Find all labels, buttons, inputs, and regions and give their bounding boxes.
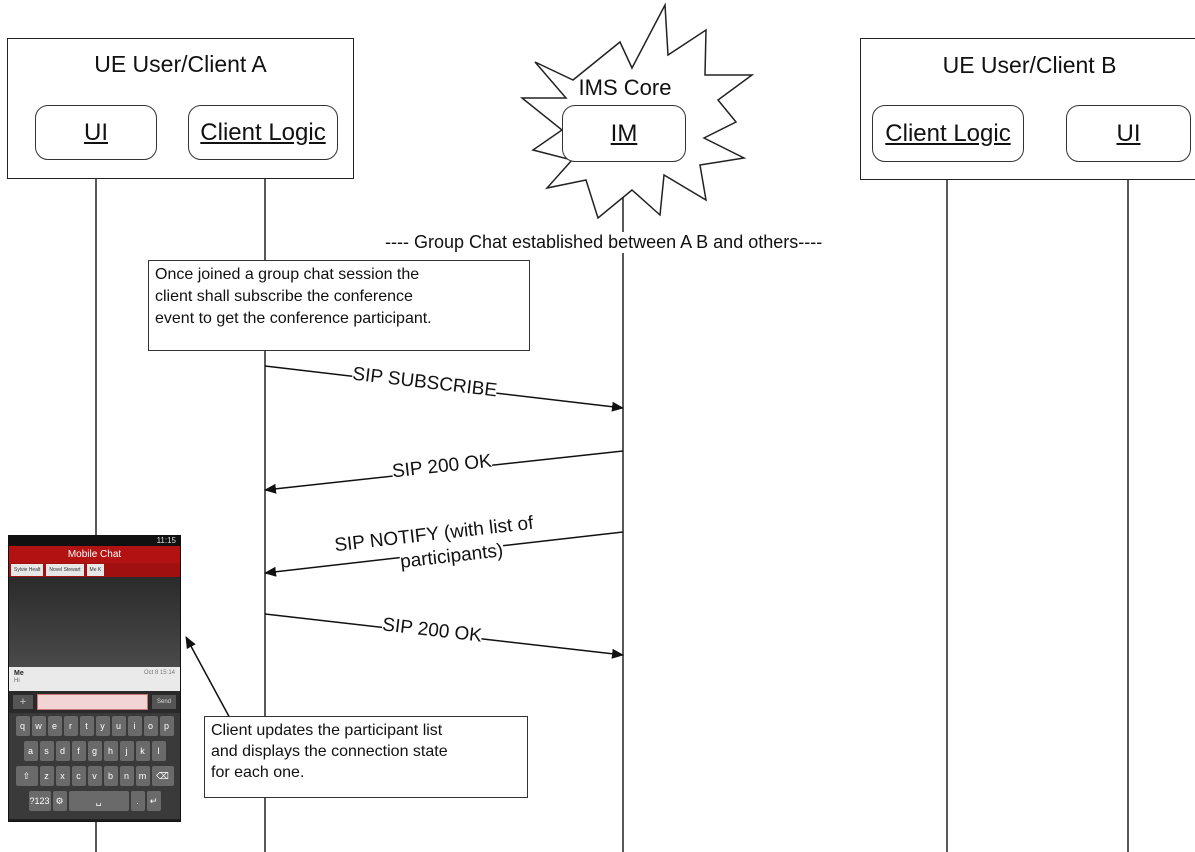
phone-app-title: Mobile Chat: [9, 546, 180, 563]
keyboard-key[interactable]: o: [143, 716, 158, 736]
keyboard-key[interactable]: w: [31, 716, 46, 736]
note-subscribe-line: Once joined a group chat session the: [155, 266, 420, 283]
phone-message-field[interactable]: [37, 694, 148, 710]
note-subscribe-line: event to get the conference participant.: [155, 310, 432, 327]
keyboard-key[interactable]: c: [71, 766, 86, 786]
keyboard-key[interactable]: f: [71, 741, 86, 761]
keyboard-key[interactable]: b: [103, 766, 118, 786]
ims-core-title: IMS Core: [578, 75, 672, 100]
keyboard-key[interactable]: h: [103, 741, 118, 761]
keyboard-key[interactable]: ⚙: [52, 791, 67, 811]
note-update: Client updates the participant list and …: [204, 716, 528, 798]
phone-contact-tab[interactable]: Novel Stewart: [46, 564, 84, 576]
group-client-b-title: UE User/Client B: [942, 52, 1117, 78]
keyboard-key[interactable]: k: [135, 741, 150, 761]
phone-status-bar: 11:15: [9, 536, 180, 546]
keyboard-key[interactable]: q: [15, 716, 30, 736]
phone-attach-button[interactable]: +: [13, 695, 33, 709]
phone-input-bar: + Send: [9, 691, 180, 713]
lifeline-head-a-logic[interactable]: Client Logic: [188, 105, 338, 160]
keyboard-key[interactable]: v: [87, 766, 102, 786]
phone-message-sender: Me: [14, 670, 24, 677]
phone-screenshot: 11:15 Mobile Chat Sylvie Healt Novel Ste…: [8, 535, 181, 822]
phone-chat-area: [9, 577, 180, 667]
keyboard-key[interactable]: ↵: [146, 791, 161, 811]
phone-contact-tabs: Sylvie Healt Novel Stewart Me K: [9, 563, 180, 577]
keyboard-key[interactable]: g: [87, 741, 102, 761]
lifeline-head-a-ui[interactable]: UI: [35, 105, 157, 160]
lifeline-head-b-ui[interactable]: UI: [1066, 105, 1191, 162]
note-update-line: Client updates the participant list: [211, 722, 443, 739]
phone-message-item: Me Oct 8 15:14 Hi: [9, 667, 180, 691]
note-update-line: and displays the connection state: [211, 743, 448, 760]
keyboard-key[interactable]: .: [130, 791, 145, 811]
keyboard-row: ?123⚙␣.↵: [11, 791, 178, 811]
phone-message-time: Oct 8 15:14: [143, 670, 175, 676]
keyboard-key[interactable]: n: [119, 766, 134, 786]
keyboard-key[interactable]: ?123: [28, 791, 51, 811]
phone-contact-tab[interactable]: Me K: [86, 564, 105, 576]
arrow-note-to-phone: [185, 636, 233, 723]
keyboard-key[interactable]: ␣: [68, 791, 129, 811]
note-subscribe: Once joined a group chat session the cli…: [148, 260, 530, 351]
note-subscribe-line: client shall subscribe the conference: [155, 288, 413, 305]
phone-contact-tab[interactable]: Sylvie Healt: [11, 564, 44, 576]
note-update-line: for each one.: [211, 764, 305, 781]
keyboard-key[interactable]: ⌫: [151, 766, 174, 786]
keyboard-key[interactable]: r: [63, 716, 78, 736]
phone-send-button[interactable]: Send: [152, 695, 176, 709]
keyboard-key[interactable]: u: [111, 716, 126, 736]
keyboard-key[interactable]: x: [55, 766, 70, 786]
keyboard-key[interactable]: t: [79, 716, 94, 736]
keyboard-key[interactable]: y: [95, 716, 110, 736]
keyboard-key[interactable]: e: [47, 716, 62, 736]
keyboard-key[interactable]: p: [159, 716, 174, 736]
keyboard-key[interactable]: m: [135, 766, 150, 786]
lifeline-head-im[interactable]: IM: [562, 105, 686, 162]
keyboard-key[interactable]: s: [39, 741, 54, 761]
lifeline-head-b-logic[interactable]: Client Logic: [872, 105, 1024, 162]
group-chat-banner: ---- Group Chat established between A B …: [383, 232, 825, 253]
group-client-a-title: UE User/Client A: [94, 51, 267, 77]
keyboard-key[interactable]: z: [39, 766, 54, 786]
keyboard-key[interactable]: d: [55, 741, 70, 761]
keyboard-key[interactable]: a: [23, 741, 38, 761]
keyboard-key[interactable]: l: [151, 741, 166, 761]
keyboard-key[interactable]: i: [127, 716, 142, 736]
keyboard-key[interactable]: j: [119, 741, 134, 761]
phone-message-text: Hi: [14, 678, 20, 684]
keyboard-key[interactable]: ⇧: [15, 766, 38, 786]
